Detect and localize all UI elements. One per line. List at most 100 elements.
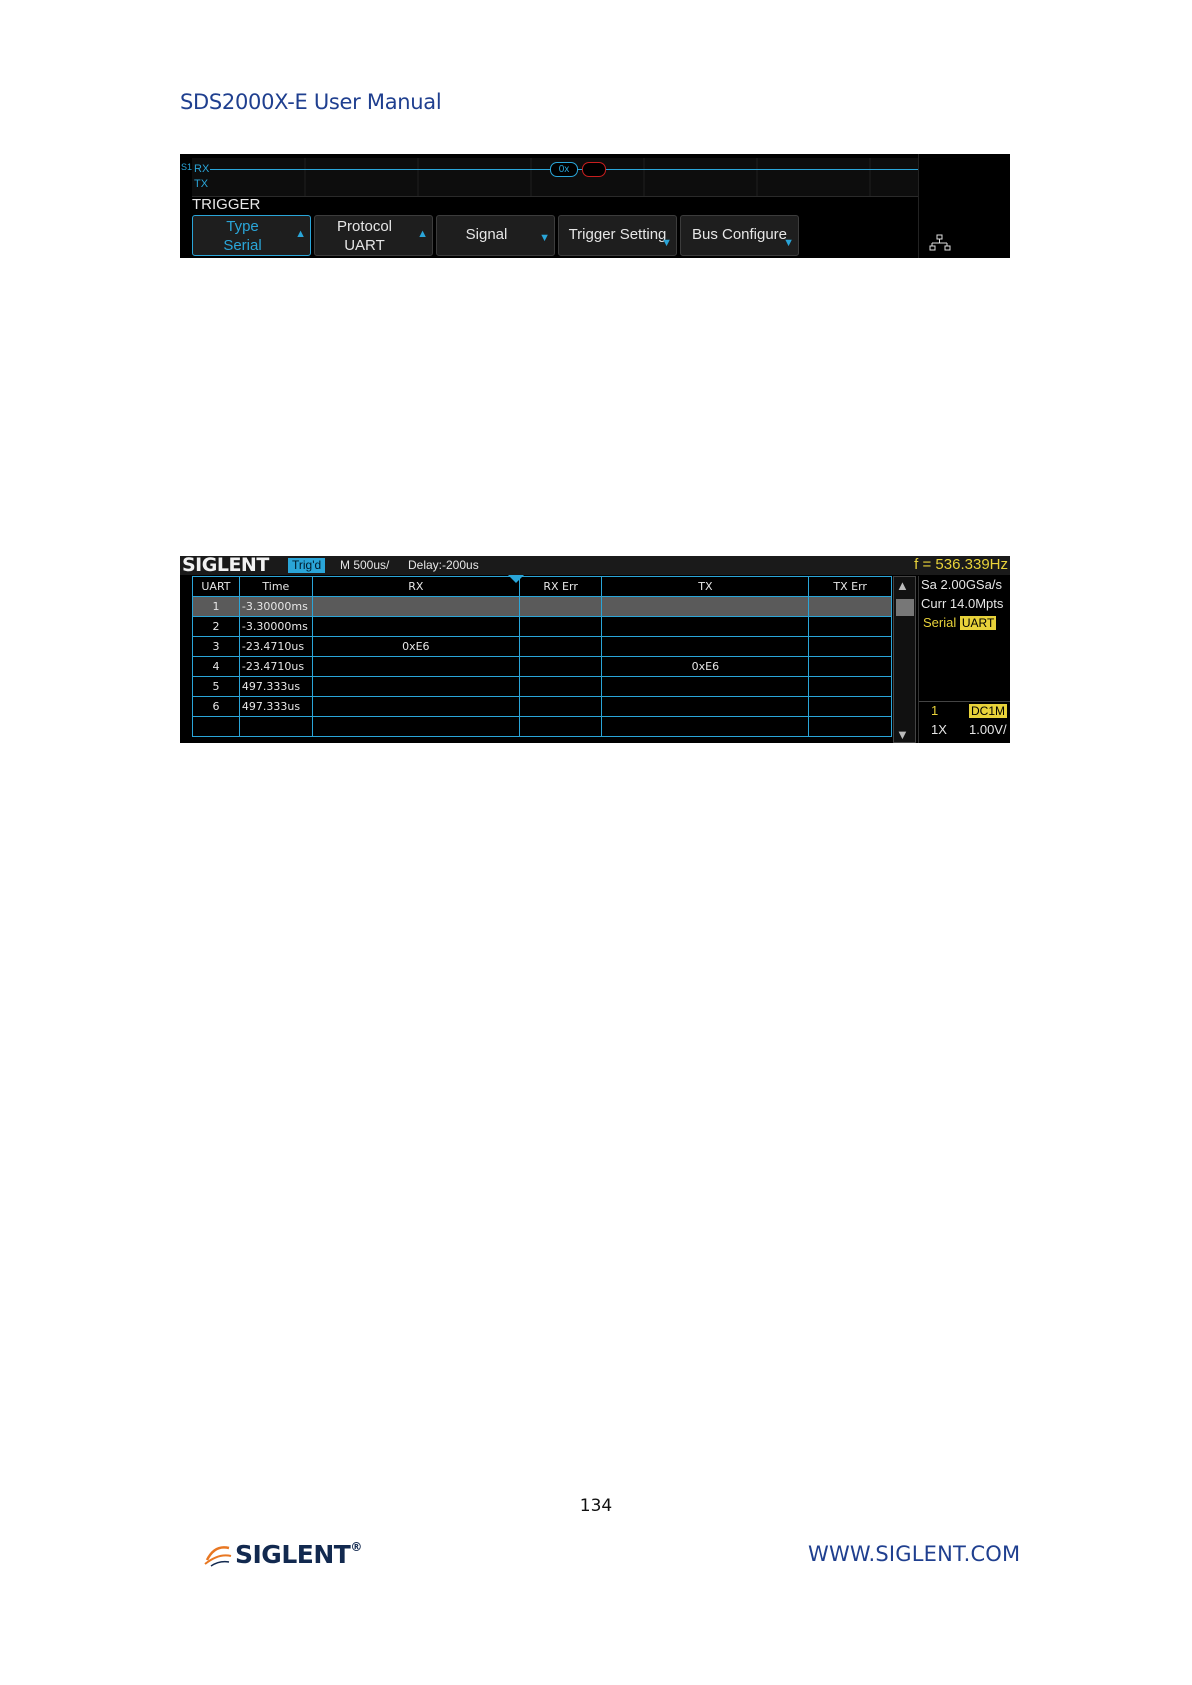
cell-idx: 4 [192, 656, 240, 677]
table-row[interactable]: 3 -23.4710us 0xE6 [192, 636, 892, 657]
softkey-protocol-label: Protocol [336, 218, 393, 235]
cell-idx: 3 [192, 636, 240, 657]
tx-label: TX [194, 178, 209, 190]
decode-info: Serial UART [923, 615, 997, 630]
table-row[interactable]: 6 497.333us [192, 696, 892, 717]
softkey-type-value: Serial [223, 237, 262, 254]
col-header-tx: TX [601, 576, 810, 597]
error-badge [582, 162, 606, 177]
cell-idx: 2 [192, 616, 240, 637]
cell-time: -23.4710us [238, 636, 313, 657]
page-header-title: SDS2000X-E User Manual [180, 90, 442, 114]
channel-marker: S1 [181, 162, 193, 172]
top-status-bar: SIGLENT Trig'd M 500us/ Delay:-200us f =… [180, 556, 1010, 576]
cell-tx [601, 676, 810, 697]
coupling-badge: DC1M [969, 703, 1008, 718]
table-row[interactable]: 4 -23.4710us 0xE6 [192, 656, 892, 677]
scroll-down-icon[interactable]: ▼ [896, 727, 909, 742]
col-header-rx-err: RX Err [518, 576, 603, 597]
cell-rx-err [518, 676, 603, 697]
cell-tx-err [808, 636, 892, 657]
table-scrollbar[interactable]: ▲ ▼ [893, 576, 916, 743]
timebase[interactable]: M 500us/ [340, 558, 390, 572]
siglent-logo: SIGLENT [182, 556, 269, 576]
cell-idx: 5 [192, 676, 240, 697]
cell-time: 497.333us [238, 676, 313, 697]
cell-time: 497.333us [238, 696, 313, 717]
sample-rate: Sa 2.00GSa/s [921, 577, 1002, 592]
cell-rx-err [518, 596, 603, 617]
decode-list-screenshot: SIGLENT Trig'd M 500us/ Delay:-200us f =… [180, 556, 1010, 743]
cell-rx [311, 676, 520, 697]
scroll-up-icon[interactable]: ▲ [896, 578, 909, 593]
network-icon [929, 234, 951, 251]
cell-tx-err [808, 676, 892, 697]
page-number: 134 [579, 1496, 613, 1516]
softkey-signal[interactable]: Signal ▼ [436, 215, 555, 256]
table-row-empty [192, 716, 892, 737]
table-row[interactable]: 5 497.333us [192, 676, 892, 697]
cell-rx [311, 656, 520, 677]
cell-tx-err [808, 696, 892, 717]
rx-label: RX [194, 163, 210, 175]
col-header-tx-err: TX Err [808, 576, 892, 597]
col-header-rx: RX [311, 576, 520, 597]
probe-ratio: 1X [931, 722, 947, 737]
footer-logo-text: SIGLENT® [235, 1540, 362, 1569]
cell-tx-err [808, 616, 892, 637]
cell-rx [311, 616, 520, 637]
decode-type: Serial [923, 615, 957, 630]
softkey-trigger-setting-label: Trigger Setting [568, 226, 667, 243]
registered-mark: ® [350, 1540, 362, 1554]
cell-tx [601, 596, 810, 617]
delay[interactable]: Delay:-200us [408, 558, 479, 572]
table-row[interactable]: 2 -3.30000ms [192, 616, 892, 637]
decode-list-table: UART Time RX RX Err TX TX Err 1 -3.30000… [192, 576, 892, 737]
cell-tx [601, 636, 810, 657]
arrow-down-icon: ▼ [783, 237, 794, 249]
coupling-value: DC1M [969, 704, 1008, 718]
cell-rx-err [518, 616, 603, 637]
siglent-swoosh-icon [204, 1546, 232, 1567]
vertical-scale: 1.00V/ [969, 722, 1007, 737]
table-row[interactable]: 1 -3.30000ms [192, 596, 892, 617]
softkey-type-label: Type [226, 218, 259, 235]
arrow-up-icon: ▲ [417, 228, 428, 240]
softkey-protocol[interactable]: Protocol UART ▲ [314, 215, 433, 256]
memory-depth: Curr 14.0Mpts [921, 596, 1004, 611]
arrow-down-icon: ▼ [539, 232, 550, 244]
softkey-signal-label: Signal [465, 226, 508, 243]
menu-title: TRIGGER [192, 196, 261, 213]
cell-rx-err [518, 696, 603, 717]
softkey-bus-configure-label: Bus Configure [691, 226, 788, 243]
col-header-uart: UART [192, 576, 240, 597]
decode-protocol-badge: UART [959, 616, 997, 630]
frequency-readout: f = 536.339Hz [914, 556, 1008, 573]
cell-rx-err [518, 636, 603, 657]
footer-logo-word: SIGLENT [235, 1540, 351, 1569]
decode-badge: 0x [550, 162, 578, 177]
cell-rx: 0xE6 [311, 636, 520, 657]
col-header-time: Time [238, 576, 313, 597]
cell-rx [311, 696, 520, 717]
cell-tx [601, 616, 810, 637]
softkey-trigger-setting[interactable]: Trigger Setting ▼ [558, 215, 677, 256]
cell-tx-err [808, 656, 892, 677]
cell-time: -23.4710us [238, 656, 313, 677]
scroll-thumb[interactable] [896, 599, 914, 616]
channel-number: 1 [931, 703, 939, 718]
softkey-type[interactable]: Type Serial ▲ [192, 215, 311, 256]
arrow-up-icon: ▲ [295, 228, 306, 240]
cell-idx: 1 [192, 596, 240, 617]
table-header-row: UART Time RX RX Err TX TX Err [192, 576, 892, 597]
cell-time: -3.30000ms [238, 616, 313, 637]
footer-url[interactable]: WWW.SIGLENT.COM [808, 1542, 1021, 1566]
softkey-bus-configure[interactable]: Bus Configure ▼ [680, 215, 799, 256]
cell-tx-err [808, 596, 892, 617]
trigger-status: Trig'd [288, 558, 326, 573]
decode-table: UART Time RX RX Err TX TX Err 1 -3.30000… [192, 575, 892, 743]
waveform-grid [304, 158, 871, 196]
softkey-protocol-value: UART [344, 237, 385, 254]
acquisition-panel: Sa 2.00GSa/s Curr 14.0Mpts Serial UART 1… [918, 576, 1010, 743]
cell-rx [311, 596, 520, 617]
